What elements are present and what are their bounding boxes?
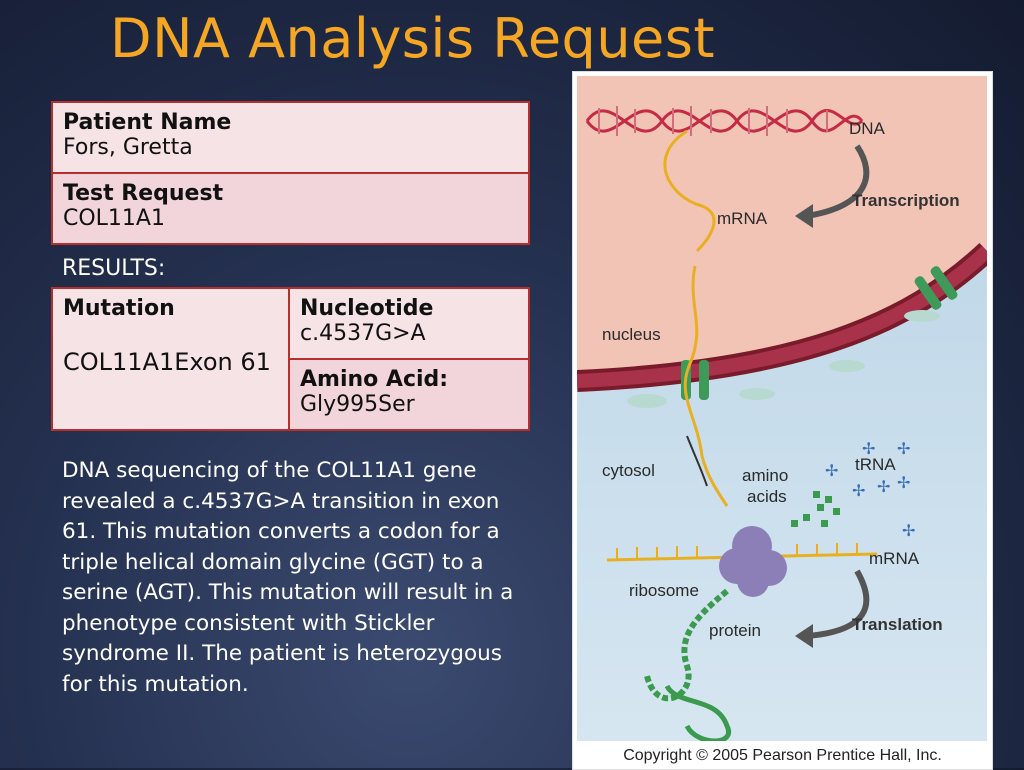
- svg-text:✢: ✢: [825, 461, 838, 480]
- patient-name-label: Patient Name: [63, 110, 232, 135]
- mutation-cell: Mutation COL11A1Exon 61: [51, 287, 290, 431]
- table-row: Test Request COL11A1: [51, 172, 530, 245]
- patient-name-value: Fors, Gretta: [63, 135, 193, 160]
- label-trna: tRNA: [855, 455, 896, 474]
- label-translation: Translation: [852, 615, 943, 634]
- request-table: Patient Name Fors, Gretta Test Request C…: [51, 101, 530, 245]
- label-dna: DNA: [849, 119, 886, 138]
- svg-text:✢: ✢: [862, 439, 875, 458]
- svg-text:✢: ✢: [897, 439, 910, 458]
- label-mrna-top: mRNA: [717, 209, 768, 228]
- test-request-label: Test Request: [63, 181, 224, 206]
- patient-name-cell: Patient Name Fors, Gretta: [51, 101, 530, 174]
- summary-paragraph: DNA sequencing of the COL11A1 gene revea…: [62, 458, 514, 697]
- table-row: Patient Name Fors, Gretta: [51, 101, 530, 174]
- nucleotide-cell: Nucleotide c.4537G>A: [288, 287, 530, 360]
- amino-acid-cell: Amino Acid: Gly995Ser: [288, 358, 530, 431]
- label-transcription: Transcription: [852, 191, 960, 210]
- nucleotide-value: c.4537G>A: [300, 321, 426, 346]
- amino-acid-label: Amino Acid:: [300, 367, 449, 392]
- test-request-cell: Test Request COL11A1: [51, 172, 530, 245]
- mutation-value: COL11A1Exon 61: [63, 348, 271, 376]
- results-table: Mutation COL11A1Exon 61 Nucleotide c.453…: [51, 287, 530, 431]
- figure-copyright: Copyright © 2005 Pearson Prentice Hall, …: [623, 747, 942, 764]
- label-nucleus: nucleus: [602, 325, 661, 344]
- svg-text:✢: ✢: [902, 521, 915, 540]
- table-row: Amino Acid: Gly995Ser: [52, 358, 530, 431]
- results-label: RESULTS:: [62, 256, 166, 281]
- test-request-value: COL11A1: [63, 206, 165, 231]
- slide-title: DNA Analysis Request: [110, 7, 716, 70]
- svg-text:✢: ✢: [897, 473, 910, 492]
- label-amino: amino: [742, 466, 788, 485]
- label-mrna-bottom: mRNA: [869, 549, 920, 568]
- svg-text:✢: ✢: [877, 477, 890, 496]
- svg-text:✢: ✢: [852, 481, 865, 500]
- nucleotide-label: Nucleotide: [300, 296, 434, 321]
- label-protein: protein: [709, 621, 761, 640]
- label-ribosome: ribosome: [629, 581, 699, 600]
- table-row: Mutation COL11A1Exon 61 Nucleotide c.453…: [51, 287, 530, 431]
- gene-expression-diagram: ✢✢ ✢✢ ✢✢ ✢ DNA Transcription mRNA nucleu…: [577, 76, 987, 741]
- gene-expression-figure: ✢✢ ✢✢ ✢✢ ✢ DNA Transcription mRNA nucleu…: [572, 71, 993, 770]
- amino-acid-value: Gly995Ser: [300, 392, 415, 417]
- label-cytosol: cytosol: [602, 461, 655, 480]
- label-acids: acids: [747, 487, 787, 506]
- mutation-label: Mutation: [63, 296, 175, 321]
